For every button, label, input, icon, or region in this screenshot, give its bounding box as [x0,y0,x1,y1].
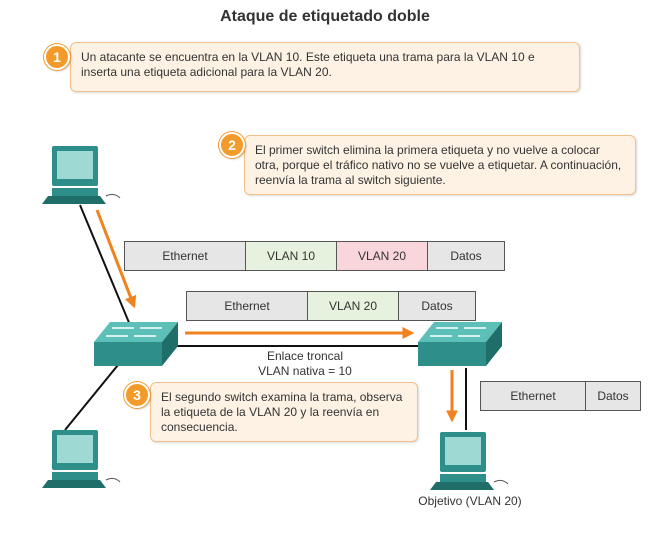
step-3-text: El segundo switch examina la trama, obse… [161,390,403,434]
frame1-vlan10: VLAN 10 [245,241,337,271]
frame2-ethernet: Ethernet [186,291,308,321]
frame2-vlan20: VLAN 20 [307,291,399,321]
diagram-title: Ataque de etiquetado doble [220,8,430,25]
flow-arrow-to-switch1 [95,209,137,309]
frame2-datos: Datos [398,291,476,321]
target-pc-icon [430,432,509,490]
frame1-vlan20: VLAN 20 [336,241,428,271]
step-2-badge: 2 [219,132,245,158]
step-1-text: Un atacante se encuentra en la VLAN 10. … [81,50,535,79]
frame3-ethernet: Ethernet [480,381,586,411]
frame1-datos: Datos [427,241,505,271]
frame-after-switch1: Ethernet VLAN 20 Datos [186,291,476,321]
attacker-pc-icon [42,146,121,204]
step-3-badge: 3 [124,382,150,408]
switch-2-icon [418,322,502,366]
frame3-datos: Datos [585,381,641,411]
step-2-text: El primer switch elimina la primera etiq… [255,143,622,187]
host-pc-icon [42,430,121,488]
frame1-ethernet: Ethernet [124,241,246,271]
trunk-label: Enlace troncal VLAN nativa = 10 [225,349,385,379]
trunk-label-line1: Enlace troncal [266,349,344,363]
frame-original: Ethernet VLAN 10 VLAN 20 Datos [124,241,505,271]
frame-delivered: Ethernet Datos [480,381,641,411]
switch-1-icon [94,322,178,366]
trunk-label-line2: VLAN nativa = 10 [258,364,352,378]
step-3-callout: El segundo switch examina la trama, obse… [150,382,418,442]
step-1-badge: 1 [44,44,70,70]
cable-switch1-host [64,364,119,431]
cable-attacker-switch [79,204,131,326]
step-2-callout: El primer switch elimina la primera etiq… [244,135,636,195]
target-label: Objetivo (VLAN 20) [418,494,522,508]
step-1-callout: Un atacante se encuentra en la VLAN 10. … [70,42,580,92]
